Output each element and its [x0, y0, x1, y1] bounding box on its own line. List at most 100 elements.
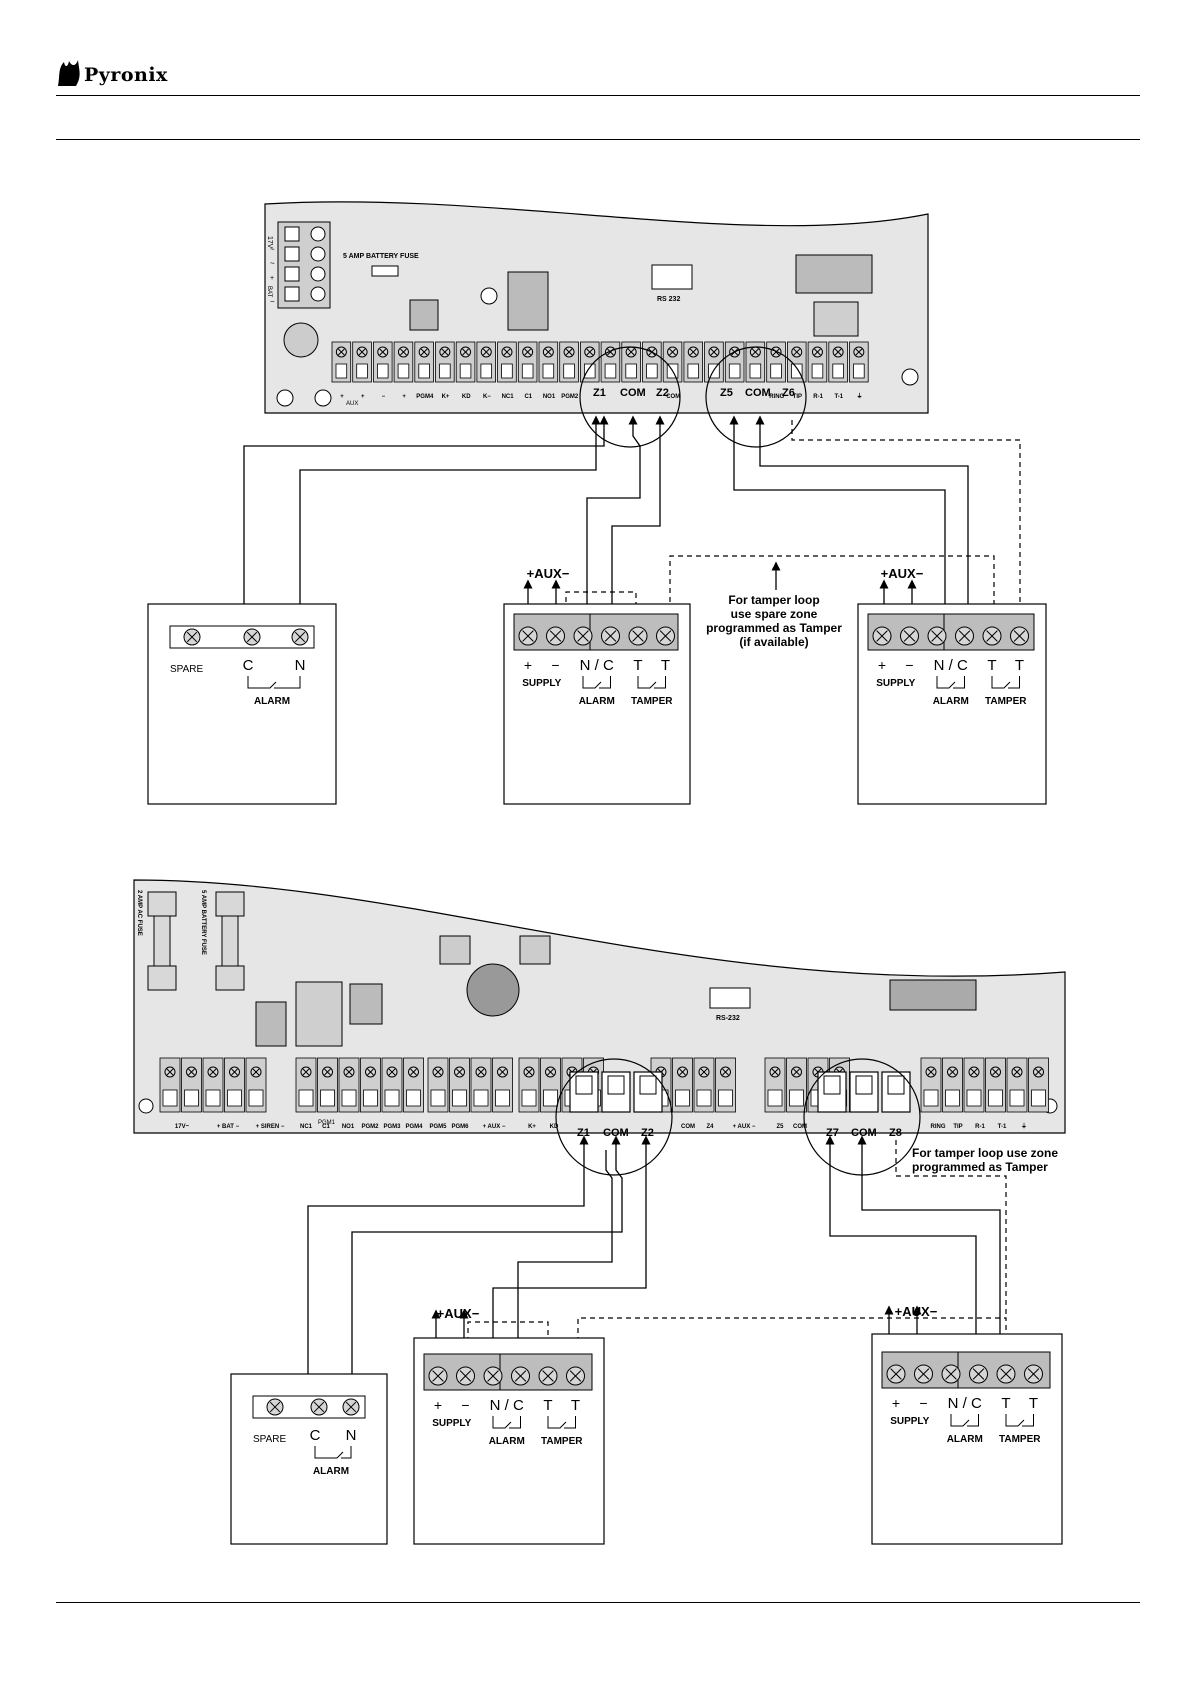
board2-terminal-label: RING	[931, 1124, 946, 1130]
board1-terminal-label: NC1	[502, 394, 515, 400]
c-label: C	[310, 1427, 321, 1444]
spare-label: SPARE	[170, 664, 203, 675]
zoom1-com: COM	[620, 387, 646, 399]
board2-fuse-bat: 5 AMP BATTERY FUSE	[200, 890, 206, 955]
board2-terminal-label: PGM5	[429, 1124, 447, 1130]
aux-supply-label: +AUX−	[881, 566, 924, 581]
c-label: C	[243, 657, 254, 674]
tamper-label: TAMPER	[985, 696, 1027, 707]
note1-line3: programmed as Tamper	[706, 621, 842, 635]
minus-label: −	[461, 1397, 469, 1413]
board1-terminal-label: K+	[442, 394, 450, 400]
board2-terminal-label: NC1	[300, 1124, 313, 1130]
aux-supply-label: +AUX−	[895, 1304, 938, 1319]
tamper-label: TAMPER	[631, 696, 673, 707]
n-label: N	[346, 1427, 357, 1444]
board1-terminal-label: RING	[769, 394, 784, 400]
board2-rs232: RS-232	[716, 1015, 740, 1022]
alarm-label: ALARM	[933, 696, 969, 707]
board2-terminal-label: COM	[793, 1124, 807, 1130]
board2-terminal-label: PGM4	[405, 1124, 423, 1130]
zoom2-z1: Z1	[577, 1127, 590, 1139]
tamper-label: TAMPER	[999, 1434, 1041, 1445]
zoom1-z6: Z6	[782, 387, 795, 399]
note1-line4: (if available)	[739, 635, 808, 649]
board1-terminal-label: TIP	[793, 394, 802, 400]
board2-terminal-label: PGM3	[383, 1124, 401, 1130]
tamper-note-2: For tamper loop use zone programmed as T…	[912, 1146, 1058, 1174]
t2-label: T	[1015, 657, 1024, 674]
zoom1-z1: Z1	[593, 387, 606, 399]
zoom2-z2: Z2	[641, 1127, 654, 1139]
control-panel-board-1: 17V ~ ~ + BAT − 5 AMP BATTERY FUSE RS 23…	[264, 201, 929, 414]
supply-label: SUPPLY	[432, 1418, 471, 1429]
board1-fuse-label: 5 AMP BATTERY FUSE	[343, 253, 419, 260]
t1-label: T	[1001, 1395, 1010, 1412]
board1-terminal-label: NO1	[543, 394, 556, 400]
board1-side-minus: −	[270, 297, 275, 306]
detector-device-2b: + − N / C T T SUPPLY ALARM TAMPER +AUX−	[871, 1304, 1063, 1545]
board1-terminal-label: PGM4	[416, 394, 434, 400]
board2-terminal-label: C1	[322, 1124, 330, 1130]
t1-label: T	[543, 1397, 552, 1414]
tamper-loop-diagram-1	[565, 420, 1021, 620]
alarm-label: ALARM	[313, 1466, 349, 1477]
supply-label: SUPPLY	[890, 1416, 929, 1427]
board2-terminal-label: + AUX −	[733, 1124, 756, 1130]
minus-label: −	[919, 1395, 927, 1411]
board1-terminal-label: COM	[666, 394, 680, 400]
board1-terminal-label: ⏚	[856, 393, 862, 400]
board1-side-bat: BAT	[266, 286, 272, 298]
zoom-circle-zone-1-2-b: Z1 COM Z2	[555, 1058, 673, 1176]
board2-terminal-label: + SIREN −	[256, 1124, 285, 1130]
tamper-label: TAMPER	[541, 1436, 583, 1447]
zoom2-com: COM	[603, 1127, 629, 1139]
header-rule-bottom	[56, 139, 1140, 140]
note2-line2: programmed as Tamper	[912, 1160, 1048, 1174]
nc-label: N / C	[948, 1395, 982, 1412]
board2-terminal-label: TIP	[953, 1124, 962, 1130]
zoom1-com-right: COM	[745, 387, 771, 399]
plus-label: +	[524, 657, 532, 673]
board1-side-plus: +	[270, 275, 274, 282]
n-label: N	[295, 657, 306, 674]
t1-label: T	[633, 657, 642, 674]
board2-terminal-label: Z5	[776, 1124, 784, 1130]
supply-label: SUPPLY	[876, 678, 915, 689]
plus-label: +	[434, 1397, 442, 1413]
note1-line1: For tamper loop	[728, 593, 819, 607]
zoom2-z7: Z7	[826, 1127, 839, 1139]
board1-terminal-label: +	[402, 394, 406, 400]
zoom-circle-zone-5-6: Z5 COM Z6	[705, 346, 807, 448]
board1-terminal-label: KD	[462, 394, 471, 400]
board2-terminal-label: PGM6	[451, 1124, 469, 1130]
zoom-circle-zone-1-2: Z1 COM Z2	[579, 346, 681, 448]
zoom1-z5: Z5	[720, 387, 733, 399]
nc-label: N / C	[490, 1397, 524, 1414]
board1-aux-label: AUX	[346, 401, 358, 407]
t2-label: T	[571, 1397, 580, 1414]
board2-terminal-label: NO1	[342, 1124, 355, 1130]
tamper-note-1: For tamper loop use spare zone programme…	[706, 593, 842, 649]
board2-pgm1: PGM1	[318, 1120, 336, 1126]
board1-terminal-label: T-1	[834, 394, 843, 400]
zoom1-z2: Z2	[656, 387, 669, 399]
t2-label: T	[1029, 1395, 1038, 1412]
board2-terminal-label: 17V~	[175, 1124, 190, 1130]
board1-terminal-label: +	[361, 394, 365, 400]
plus-label: +	[892, 1395, 900, 1411]
brand-name: Pyronix	[84, 64, 168, 86]
alarm-label: ALARM	[947, 1434, 983, 1445]
zoom2-z8: Z8	[889, 1127, 902, 1139]
board2-terminal-label: + AUX −	[483, 1124, 506, 1130]
board1-rs232: RS 232	[657, 296, 680, 303]
wires-diagram-2	[307, 1135, 1001, 1396]
board2-terminal-label: K+	[528, 1124, 536, 1130]
board2-terminal-label: ⏚	[1021, 1123, 1027, 1130]
board2-fuse-ac: 2 AMP AC FUSE	[136, 890, 142, 936]
